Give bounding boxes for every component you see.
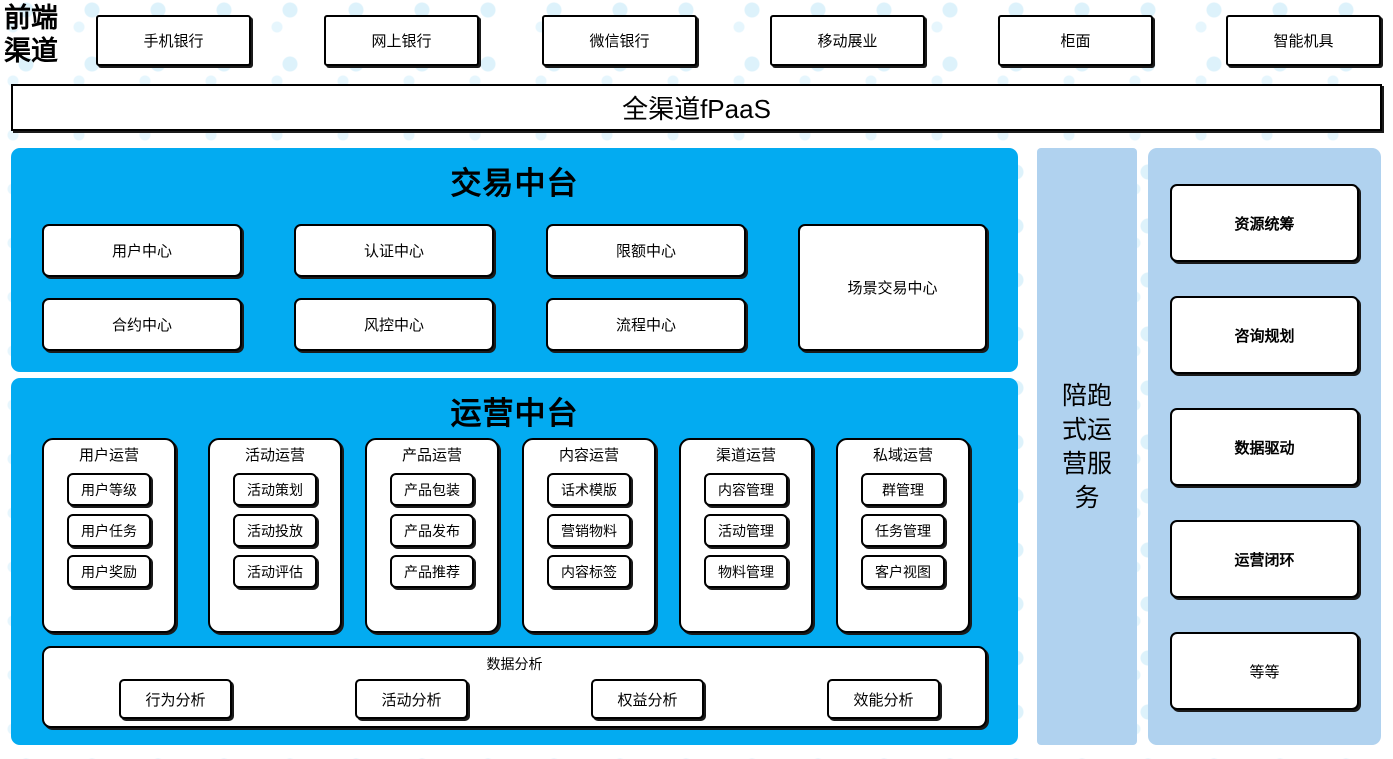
ops-sub-item[interactable]: 客户视图 xyxy=(861,555,945,588)
ops-card-activity-operation[interactable]: 活动运营 活动策划 活动投放 活动评估 xyxy=(208,438,342,633)
ops-center-panel: 运营中台 用户运营 用户等级 用户任务 用户奖励 活动运营 活动策划 活动投放 … xyxy=(11,378,1018,745)
ops-card-title: 活动运营 xyxy=(244,447,305,464)
analysis-box-activity[interactable]: 活动分析 xyxy=(355,679,468,719)
trade-box-contract-center[interactable]: 合约中心 xyxy=(42,298,242,351)
ops-sub-item[interactable]: 用户等级 xyxy=(67,473,151,506)
service-value-column: 资源统筹 咨询规划 数据驱动 运营闭环 等等 xyxy=(1148,148,1381,745)
ops-sub-item[interactable]: 活动管理 xyxy=(704,514,788,547)
trade-box-process-center[interactable]: 流程中心 xyxy=(546,298,746,351)
channel-box-online-bank[interactable]: 网上银行 xyxy=(324,15,479,66)
ops-card-title: 私域运营 xyxy=(872,447,933,464)
value-box-etc[interactable]: 等等 xyxy=(1170,632,1359,710)
channel-box-mobile-biz[interactable]: 移动展业 xyxy=(770,15,925,66)
ops-card-title: 内容运营 xyxy=(558,447,619,464)
trade-box-scenario-trade-center[interactable]: 场景交易中心 xyxy=(798,224,987,351)
front-end-channel-label: 前端 渠道 xyxy=(4,2,88,68)
ops-sub-item[interactable]: 任务管理 xyxy=(861,514,945,547)
ops-sub-item[interactable]: 活动评估 xyxy=(233,555,317,588)
service-label-line-1: 陪跑 xyxy=(1061,381,1112,410)
ops-card-user-operation[interactable]: 用户运营 用户等级 用户任务 用户奖励 xyxy=(42,438,176,633)
trade-box-user-center[interactable]: 用户中心 xyxy=(42,224,242,277)
accompanying-operation-service-label: 陪跑 式运 营服 务 xyxy=(1055,379,1119,515)
ops-sub-item[interactable]: 群管理 xyxy=(861,473,945,506)
value-box-resource-coordination[interactable]: 资源统筹 xyxy=(1170,184,1359,262)
ops-sub-item[interactable]: 用户任务 xyxy=(67,514,151,547)
trade-center-panel: 交易中台 用户中心 认证中心 限额中心 合约中心 风控中心 流程中心 场景交易中… xyxy=(11,148,1018,372)
analysis-box-efficiency[interactable]: 效能分析 xyxy=(827,679,940,719)
ops-sub-item[interactable]: 内容标签 xyxy=(547,555,631,588)
analysis-box-rights[interactable]: 权益分析 xyxy=(591,679,704,719)
ops-card-product-operation[interactable]: 产品运营 产品包装 产品发布 产品推荐 xyxy=(365,438,499,633)
service-label-line-3: 营服 xyxy=(1061,449,1112,478)
ops-sub-item[interactable]: 内容管理 xyxy=(704,473,788,506)
channel-box-smart-machine[interactable]: 智能机具 xyxy=(1226,15,1381,66)
value-box-data-driven[interactable]: 数据驱动 xyxy=(1170,408,1359,486)
ops-sub-item[interactable]: 物料管理 xyxy=(704,555,788,588)
ops-sub-item[interactable]: 营销物料 xyxy=(547,514,631,547)
ops-center-title: 运营中台 xyxy=(450,396,579,431)
ops-card-title: 产品运营 xyxy=(401,447,462,464)
trade-box-auth-center[interactable]: 认证中心 xyxy=(294,224,494,277)
trade-box-limit-center[interactable]: 限额中心 xyxy=(546,224,746,277)
ops-card-channel-operation[interactable]: 渠道运营 内容管理 活动管理 物料管理 xyxy=(679,438,813,633)
ops-sub-item[interactable]: 活动投放 xyxy=(233,514,317,547)
ops-sub-item[interactable]: 话术模版 xyxy=(547,473,631,506)
value-box-operation-closed-loop[interactable]: 运营闭环 xyxy=(1170,520,1359,598)
service-label-line-2: 式运 xyxy=(1061,415,1112,444)
ops-sub-item[interactable]: 用户奖励 xyxy=(67,555,151,588)
ops-sub-item[interactable]: 产品推荐 xyxy=(390,555,474,588)
ops-card-title: 用户运营 xyxy=(78,447,139,464)
ops-sub-item[interactable]: 产品包装 xyxy=(390,473,474,506)
ops-sub-item[interactable]: 产品发布 xyxy=(390,514,474,547)
value-box-consulting-planning[interactable]: 咨询规划 xyxy=(1170,296,1359,374)
ops-card-private-domain-operation[interactable]: 私域运营 群管理 任务管理 客户视图 xyxy=(836,438,970,633)
ops-sub-item[interactable]: 活动策划 xyxy=(233,473,317,506)
front-end-channel-label-line1: 前端 xyxy=(4,3,58,33)
front-end-channel-label-line2: 渠道 xyxy=(4,36,58,66)
channel-box-wechat-bank[interactable]: 微信银行 xyxy=(542,15,697,66)
accompanying-operation-service-strip: 陪跑 式运 营服 务 xyxy=(1037,148,1137,745)
channel-box-counter[interactable]: 柜面 xyxy=(998,15,1153,66)
data-analysis-card[interactable]: 数据分析 行为分析 活动分析 权益分析 效能分析 xyxy=(42,646,987,728)
service-label-line-4: 务 xyxy=(1074,483,1100,512)
ops-card-content-operation[interactable]: 内容运营 话术模版 营销物料 内容标签 xyxy=(522,438,656,633)
ops-card-title: 渠道运营 xyxy=(715,447,776,464)
analysis-box-behavior[interactable]: 行为分析 xyxy=(119,679,232,719)
channel-box-mobile-bank[interactable]: 手机银行 xyxy=(96,15,251,66)
omnichannel-fpaas-bar[interactable]: 全渠道fPaaS xyxy=(11,84,1382,131)
data-analysis-title: 数据分析 xyxy=(486,656,543,672)
trade-box-risk-center[interactable]: 风控中心 xyxy=(294,298,494,351)
trade-center-title: 交易中台 xyxy=(450,166,579,201)
